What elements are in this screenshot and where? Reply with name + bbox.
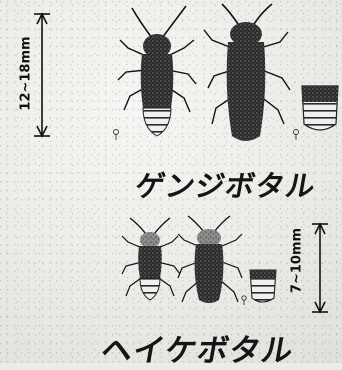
heike-size-bracket [312, 224, 328, 312]
genji-size-bracket [34, 14, 50, 136]
heike-male-firefly [122, 218, 180, 300]
heike-female-firefly [178, 216, 242, 303]
genji-abdomen-detail [302, 86, 338, 130]
heike-abdomen-detail [250, 270, 276, 302]
heike-size-label: 7~10mm [290, 222, 305, 300]
genji-size-label: 12~18mm [19, 34, 34, 114]
genji-female-firefly [204, 4, 290, 141]
genji-firefly-label: ゲンジボタル [132, 163, 319, 205]
heike-firefly-label: ヘイケボタル [98, 325, 298, 370]
genji-male-firefly [118, 6, 196, 136]
